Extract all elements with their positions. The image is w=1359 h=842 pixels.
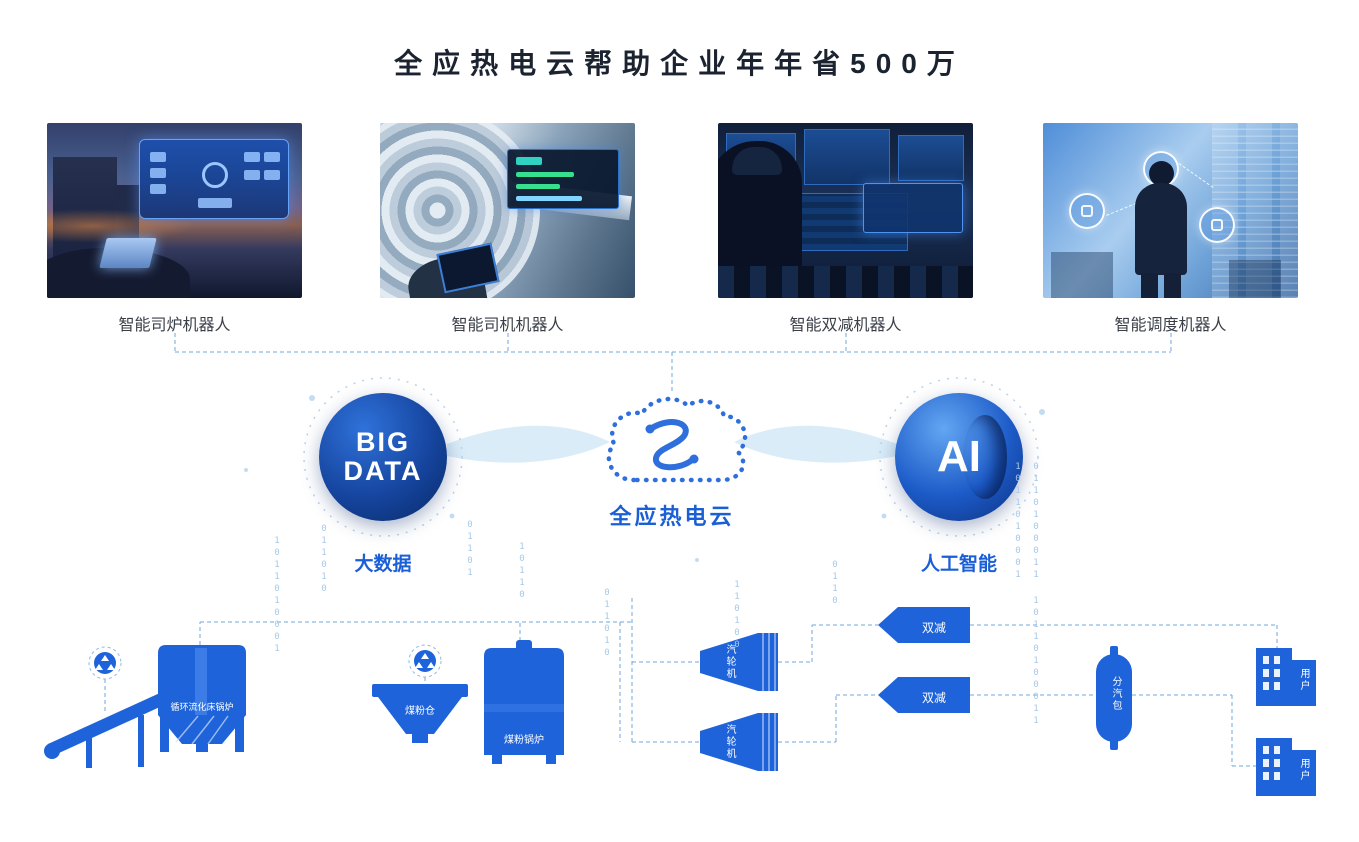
hud-tag [516,157,542,165]
coal-icon [88,646,122,680]
user-label: 用户 [1298,668,1309,692]
beam-right [734,425,897,463]
reducer-unit [878,677,970,713]
photo-dispatch-robot [1043,123,1298,298]
manager-silhouette [1135,183,1187,275]
big-data-sphere: BIG DATA [319,393,447,521]
hud-panel [139,139,289,219]
sun-icon [1199,207,1235,243]
monitor [804,129,890,185]
binary-column: 10110 [517,542,527,602]
hud-widget [198,198,232,208]
binary-column: 10110100011 [1031,596,1041,728]
ai-text: AI [937,432,981,481]
hud-widget [264,170,280,180]
ai-face-profile [963,415,1007,499]
ai-sphere: AI [895,393,1023,521]
binary-column: 0110100011 [1031,462,1041,582]
pc-boiler [484,640,564,764]
hud-widget [150,184,166,194]
hud-panel [507,149,619,209]
hud-panel [863,183,963,233]
turbine-label: 汽轮机 [724,724,735,760]
binary-column: 0110 [830,560,840,608]
reducer-label: 双减 [921,691,946,705]
page-title: 全应热电云帮助企业年年省500万 [394,48,965,79]
card-caption: 智能调度机器人 [1114,317,1227,334]
binary-column: 110100 [732,580,742,652]
big-data-text-line1: BIG [355,426,410,457]
coal-icon [408,644,442,678]
hud-metric-bar [516,196,582,201]
card-stoker-robot: 智能司炉机器人 [47,123,302,335]
reducer-unit [878,607,970,643]
card-dispatch-robot: 智能调度机器人 [1043,123,1298,335]
laptop-screen [99,238,157,268]
chart-icon [1069,193,1105,229]
dash-link [1178,163,1214,188]
photo-dual-reduction-robot [718,123,973,298]
steam-header [1096,646,1132,750]
steam-turbine [700,713,778,771]
card-dual-reduction-robot: 智能双减机器人 [718,123,973,335]
cfb-boiler [158,645,246,752]
pc-boiler-label: 煤粉锅炉 [504,735,544,746]
hud-gauge-icon [202,162,228,188]
beam-left [447,425,610,463]
binary-column: 1011010001 [1013,462,1023,582]
steam-turbine [700,633,778,691]
manager-silhouette [1141,273,1181,298]
hub-decor [244,377,1045,562]
card-caption: 智能双减机器人 [789,317,902,334]
binary-column: 011010 [602,588,612,660]
cloud-platform-label: 全应热电云 [609,504,735,529]
coal-bunker-label: 煤粉仓 [405,706,435,717]
city-silhouette [1051,252,1113,298]
photo-stoker-robot [47,123,302,298]
manager-silhouette [1149,161,1174,186]
hud-widget [244,152,260,162]
hud-metric-bar [516,184,560,189]
binary-column: 011010 [319,524,329,596]
card-connectors [174,333,1172,392]
monitor [898,135,964,181]
pipe-connectors [104,598,1278,767]
coal-bunker [372,684,468,743]
hud-widget [150,168,166,178]
cfb-boiler-label: 循环流化床锅炉 [170,702,234,712]
ai-label: 人工智能 [920,554,997,575]
control-console [718,266,973,298]
turbine-label: 汽轮机 [724,644,735,680]
cloud-logo [606,396,748,483]
hud-metric-bar [516,172,574,177]
card-caption: 智能司机机器人 [451,317,564,334]
conveyor [44,692,162,768]
binary-column: 01101 [465,520,475,580]
user-label: 用户 [1298,758,1309,782]
hud-widget [150,152,166,162]
hud-widget [264,152,280,162]
photo-driver-robot [380,123,635,298]
card-caption: 智能司炉机器人 [118,317,231,334]
big-data-label: 大数据 [354,554,412,575]
card-driver-robot: 智能司机机器人 [380,123,635,335]
user-building [1256,738,1316,796]
reducer-label: 双减 [921,621,946,635]
binary-column: 1011010001 [272,536,282,656]
steam-header-label: 分汽包 [1110,676,1121,712]
hard-hat [732,147,782,175]
hud-widget [244,170,260,180]
city-silhouette [1229,260,1281,298]
big-data-text-line2: DATA [343,456,423,486]
user-building [1256,648,1316,706]
